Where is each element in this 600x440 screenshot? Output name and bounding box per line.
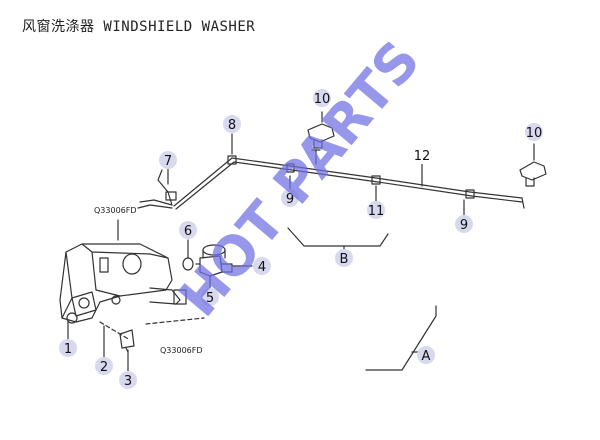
svg-text:10: 10 — [526, 126, 543, 141]
callout-4: 4 — [253, 257, 271, 275]
callout-10-right: 10 — [525, 123, 543, 141]
svg-text:4: 4 — [258, 260, 266, 275]
part-code-upper: Q33006FD — [94, 206, 137, 215]
svg-text:A: A — [422, 349, 431, 364]
svg-text:3: 3 — [124, 374, 132, 389]
part-code-lower: Q33006FD — [160, 346, 203, 355]
svg-text:12: 12 — [414, 149, 431, 164]
svg-text:2: 2 — [100, 360, 108, 375]
svg-text:6: 6 — [184, 224, 192, 239]
washer-nozzle-left — [307, 123, 335, 143]
callout-12: 12 — [413, 146, 431, 164]
svg-text:7: 7 — [164, 154, 172, 169]
callout-11: 11 — [367, 201, 385, 219]
svg-text:1: 1 — [64, 342, 72, 357]
page-title: 风窗洗涤器 WINDSHIELD WASHER — [22, 19, 256, 35]
callout-1: 1 — [59, 339, 77, 357]
svg-text:11: 11 — [368, 204, 385, 219]
callout-9-left: 9 — [281, 189, 299, 207]
callout-3: 3 — [119, 371, 137, 389]
svg-text:5: 5 — [206, 291, 214, 306]
callout-8: 8 — [223, 115, 241, 133]
callout-10-left: 10 — [313, 89, 331, 107]
callout-A: A — [417, 346, 435, 364]
svg-text:8: 8 — [228, 118, 236, 133]
callout-5: 5 — [201, 288, 219, 306]
svg-text:10: 10 — [314, 92, 331, 107]
svg-text:9: 9 — [460, 218, 468, 233]
washer-nozzle-right — [519, 161, 547, 181]
callout-7: 7 — [159, 151, 177, 169]
callout-2: 2 — [95, 357, 113, 375]
svg-text:9: 9 — [286, 192, 294, 207]
callout-9-right: 9 — [455, 215, 473, 233]
callout-B: B — [335, 249, 353, 267]
svg-text:B: B — [340, 252, 349, 267]
callout-6: 6 — [179, 221, 197, 239]
